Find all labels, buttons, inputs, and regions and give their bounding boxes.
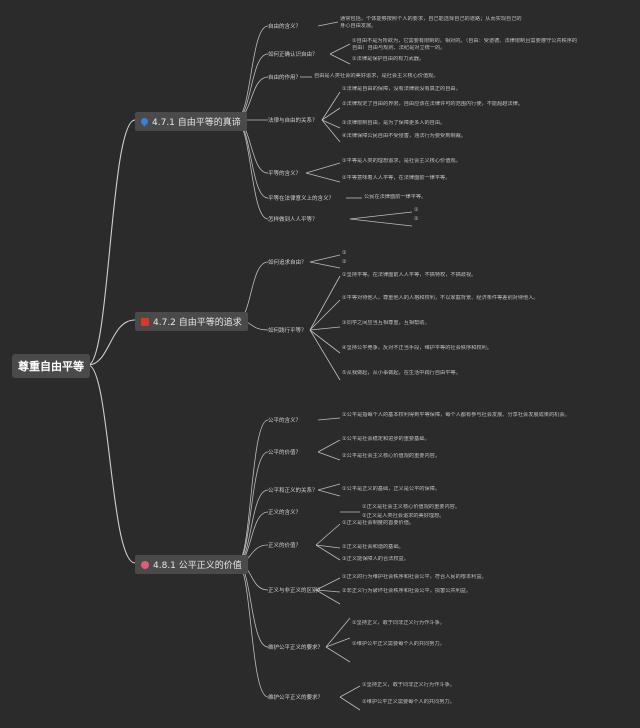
answer-node: ①法律是自由的保障，没有法律就没有真正的自由。 ②法律规定了自由的界限，自由应该… bbox=[342, 86, 614, 140]
answer-node: ① ② bbox=[342, 250, 382, 266]
answer-line: ②法律规定了自由的界限，自由应该在法律许可的范围内行使，不能超越法律。 bbox=[342, 101, 524, 107]
question-node[interactable]: 公平的价值？ bbox=[268, 450, 302, 456]
branch-freedom-equality-essence[interactable]: 4.7.1 自由平等的真谛 bbox=[135, 112, 247, 131]
question-node[interactable]: 法律与自由的关系？ bbox=[268, 118, 318, 124]
answer-node: ①平等是人类的理想追求，是社会主义核心价值观。 ②平等意味着人人平等，在法律面前… bbox=[342, 158, 614, 182]
answer-node: 通常包括，个体能够按照个人的要求，自己能选择自己的道路；从而实现自己的 身心自由… bbox=[340, 16, 610, 30]
answer-line: ①自由不是为所欲为，它需要有限制的，相对的。（自由：受道德、法律限制且需要遵守公… bbox=[352, 38, 578, 44]
answer-line: ①正义是社会制度的首要价值。 bbox=[342, 520, 415, 526]
answer-node: ①公平是指每个人的基本权利得到平等保障，每个人都有参与社会发展、分享社会发展成果… bbox=[342, 412, 614, 419]
answer-node: ①正义的行为维护社会秩序和社会公平，符合人民的根本利益。 ②非正义行为破坏社会秩… bbox=[342, 574, 614, 595]
answer-line: ③正义能保障人的合法权益。 bbox=[342, 556, 409, 562]
answer-line: ③同学之间应当互相尊重，互相帮助。 bbox=[342, 320, 430, 326]
question-node[interactable]: 如何追求自由？ bbox=[268, 260, 307, 266]
question-node[interactable]: 平等的含义？ bbox=[268, 171, 302, 177]
droplet-icon bbox=[139, 116, 150, 127]
answer-line: ① bbox=[342, 250, 347, 256]
answer-line: 身心自由发展。 bbox=[340, 23, 377, 29]
answer-line: ②正义是人类社会追求的美好理想。 bbox=[362, 513, 445, 519]
question-node[interactable]: 公平的含义？ bbox=[268, 418, 302, 424]
answer-line: ① bbox=[414, 207, 419, 213]
answer-line: ②非正义行为破坏社会秩序和社会公平，损害公共利益。 bbox=[342, 588, 472, 594]
answer-line: 自由是人类社会的美好追求，是社会主义核心价值观。 bbox=[314, 73, 439, 79]
question-node[interactable]: 平等在法律意义上的含义？ bbox=[268, 196, 335, 202]
branch-label: 4.7.1 自由平等的真谛 bbox=[152, 118, 241, 128]
flower-icon bbox=[141, 560, 149, 569]
answer-node: ①坚持正义，敢于同非正义行为作斗争。 ②维护公平正义需要每个人的共同努力。 bbox=[352, 620, 614, 648]
answer-line: ①平等是人类的理想追求，是社会主义核心价值观。 bbox=[342, 158, 461, 164]
answer-line: ② bbox=[342, 259, 347, 265]
answer-line: ②维护公平正义需要每个人的共同努力。 bbox=[352, 641, 445, 647]
question-node[interactable]: 维护公平正义的要求？ bbox=[268, 695, 324, 701]
answer-line: ①坚持正义，敢于同非正义行为作斗争。 bbox=[362, 682, 455, 688]
answer-node: ①公平是社会稳定和进步的重要基础。 ②公平是社会主义核心价值观的重要内容。 bbox=[342, 436, 614, 460]
answer-line: 公民在法律面前一律平等。 bbox=[364, 194, 427, 200]
answer-node: ①坚持平等。在法律面前人人平等，不搞特权，不搞歧视。 ②平等对待他人，尊重他人的… bbox=[342, 272, 614, 377]
answer-line: 自由）自由与规则、法纪是对立统一的。 bbox=[352, 45, 446, 51]
branch-fairness-justice-value[interactable]: 4.8.1 公平正义的价值 bbox=[135, 555, 248, 574]
answer-line: ②公平是社会主义核心价值观的重要内容。 bbox=[342, 453, 441, 459]
question-node[interactable]: 怎样做到人人平等？ bbox=[268, 217, 318, 223]
answer-line: ②法律是保护自由的有力武器。 bbox=[352, 56, 425, 62]
branch-label: 4.8.1 公平正义的价值 bbox=[153, 561, 242, 571]
answer-line: ①正义是社会主义核心价值观的重要内容。 bbox=[362, 504, 461, 510]
answer-node: ①坚持正义，敢于同非正义行为作斗争。 ②维护公平正义需要每个人的共同努力。 bbox=[362, 682, 614, 706]
answer-node: ①自由不是为所欲为，它需要有限制的，相对的。（自由：受道德、法律限制且需要遵守公… bbox=[352, 38, 614, 63]
question-node[interactable]: 自由的作用？ bbox=[268, 75, 302, 81]
root-topic[interactable]: 尊重自由平等 bbox=[12, 354, 90, 378]
answer-node: ①公平是正义的基础，正义是公平的保障。 bbox=[342, 486, 614, 493]
answer-node: ①正义是社会制度的首要价值。 ②正义是社会和谐的基础。 ③正义能保障人的合法权益… bbox=[342, 520, 614, 563]
answer-line: ①公平是正义的基础，正义是公平的保障。 bbox=[342, 486, 441, 492]
question-node[interactable]: 自由的含义？ bbox=[268, 24, 302, 30]
answer-line: ①法律是自由的保障，没有法律就没有真正的自由。 bbox=[342, 86, 461, 92]
answer-line: ④法律保障公民自由不受侵害，违法行为要受到制裁。 bbox=[342, 133, 466, 139]
question-node[interactable]: 公平和正义的关系？ bbox=[268, 488, 318, 494]
answer-line: ①坚持正义，敢于同非正义行为作斗争。 bbox=[352, 620, 445, 626]
answer-line: ①公平是社会稳定和进步的重要基础。 bbox=[342, 436, 430, 442]
answer-line: ②维护公平正义需要每个人的共同努力。 bbox=[362, 699, 455, 705]
answer-line: ⑤从我做起，从小事做起，在生活中践行自由平等。 bbox=[342, 370, 461, 376]
answer-node: ① ② bbox=[414, 207, 454, 223]
question-node[interactable]: 维护公平正义的要求？ bbox=[268, 645, 324, 651]
red-square-icon bbox=[141, 317, 149, 326]
answer-node: 自由是人类社会的美好追求，是社会主义核心价值观。 bbox=[314, 73, 614, 80]
question-node[interactable]: 正义与非正义的区别？ bbox=[268, 588, 324, 594]
question-node[interactable]: 如何践行平等？ bbox=[268, 328, 307, 334]
answer-line: ①公平是指每个人的基本权利得到平等保障，每个人都有参与社会发展、分享社会发展成果… bbox=[342, 412, 570, 418]
answer-line: ②平等对待他人，尊重他人的人格和权利，不以家庭背景、经济条件等差别对待他人。 bbox=[342, 295, 539, 301]
answer-node: ①正义是社会主义核心价值观的重要内容。 ②正义是人类社会追求的美好理想。 bbox=[362, 504, 614, 520]
branch-freedom-equality-pursuit[interactable]: 4.7.2 自由平等的追求 bbox=[135, 312, 248, 331]
question-node[interactable]: 正义的价值？ bbox=[268, 543, 302, 549]
answer-line: 通常包括，个体能够按照个人的要求，自己能选择自己的道路；从而实现自己的 bbox=[340, 16, 522, 22]
branch-label: 4.7.2 自由平等的追求 bbox=[153, 318, 242, 328]
answer-line: ③法律限制自由，是为了保障更多人的自由。 bbox=[342, 120, 446, 126]
question-node[interactable]: 正义的含义？ bbox=[268, 510, 302, 516]
question-node[interactable]: 如何正确认识自由？ bbox=[268, 52, 318, 58]
answer-line: ①正义的行为维护社会秩序和社会公平，符合人民的根本利益。 bbox=[342, 574, 487, 580]
answer-line: ②平等意味着人人平等，在法律面前一律平等。 bbox=[342, 175, 451, 181]
answer-line: ①坚持平等。在法律面前人人平等，不搞特权，不搞歧视。 bbox=[342, 272, 477, 278]
answer-line: ② bbox=[414, 216, 419, 222]
answer-line: ④坚持公平竞争，反对不正当手段，维护平等的社会秩序和权利。 bbox=[342, 345, 492, 351]
answer-line: ②正义是社会和谐的基础。 bbox=[342, 544, 404, 550]
answer-node: 公民在法律面前一律平等。 bbox=[364, 194, 614, 201]
